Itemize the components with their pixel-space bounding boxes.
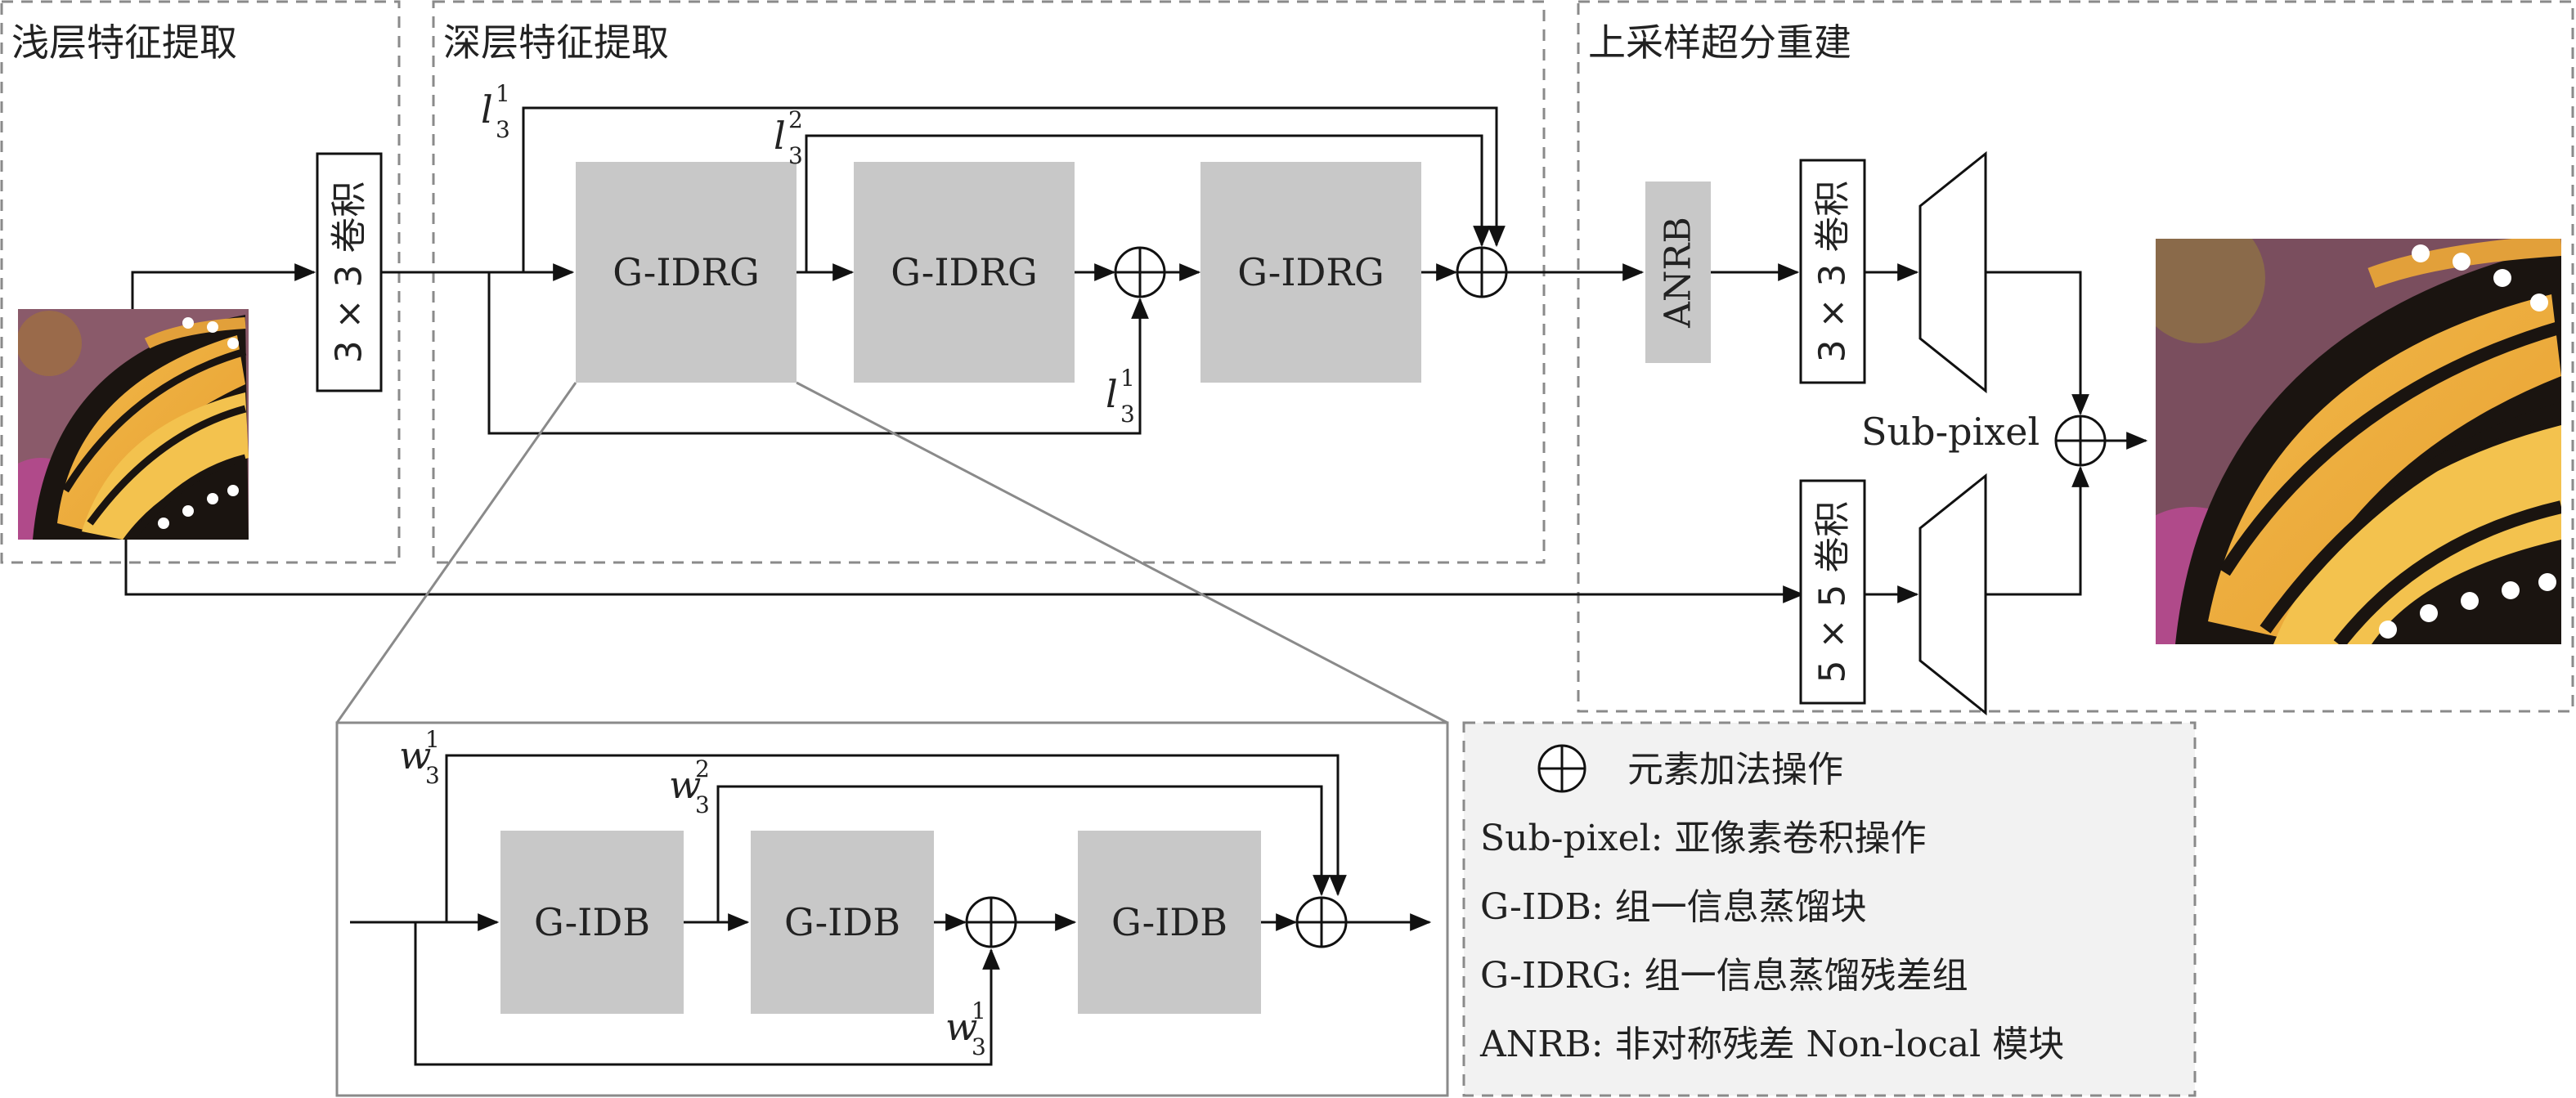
- anrb-block: [1645, 182, 1711, 363]
- add-node-2: [1456, 246, 1508, 298]
- add-node-1: [1114, 246, 1166, 298]
- skip-l31-bottom-wire: [487, 272, 1149, 435]
- label-w31-top: w 1 3: [399, 726, 440, 789]
- gidb-block-2: [751, 831, 934, 1014]
- detail-add-node-1: [965, 896, 1017, 948]
- gidb-block-1: [500, 831, 684, 1014]
- svg-text:1: 1: [1120, 365, 1135, 392]
- shallow-section-frame: [0, 0, 401, 564]
- detail-skip-w31-bottom: [414, 922, 1000, 1066]
- gidrg-block-1: [576, 162, 797, 383]
- upsample-conv3x3-label: 3 × 3 卷积: [1812, 181, 1854, 363]
- legend-plus-icon: [1537, 744, 1586, 793]
- svg-text:3: 3: [972, 1033, 986, 1060]
- svg-text:3: 3: [788, 142, 803, 169]
- svg-text:3: 3: [496, 116, 510, 143]
- svg-text:w: w: [945, 1005, 977, 1049]
- svg-text:l: l: [1106, 372, 1118, 416]
- svg-text:l: l: [774, 114, 786, 158]
- svg-text:2: 2: [695, 755, 710, 782]
- upsample-section-title: 上采样超分重建: [1588, 20, 1851, 65]
- gidb-block-3: [1078, 831, 1261, 1014]
- skip-l32-wire: [805, 134, 1491, 272]
- legend-line-subpixel: Sub-pixel: 亚像素卷积操作: [1480, 818, 1927, 859]
- deep-section-title: 深层特征提取: [443, 20, 669, 65]
- detail-add-node-2: [1295, 896, 1348, 948]
- input-image: [18, 309, 249, 540]
- legend-line-anrb: ANRB: 非对称残差 Non-local 模块: [1479, 1024, 2064, 1065]
- add-node-3: [2054, 415, 2107, 467]
- svg-text:1: 1: [425, 726, 440, 753]
- shallow-conv3x3-label: 3 × 3 卷积: [329, 182, 370, 364]
- gidrg-label-2: G-IDRG: [891, 250, 1038, 294]
- gidrg-label-3: G-IDRG: [1237, 250, 1384, 294]
- svg-text:w: w: [669, 763, 701, 807]
- gidb-label-3: G-IDB: [1111, 900, 1227, 944]
- upsample-conv5x5-box: [1799, 479, 1866, 705]
- label-l31-top: l 1 3: [481, 80, 510, 143]
- legend-box: [1462, 721, 2197, 1097]
- subpixel-trapezoid-top: [1919, 150, 1987, 394]
- label-w32: w 2 3: [669, 755, 710, 818]
- input-to-conv-wire: [131, 263, 316, 309]
- detail-skip-w31-top: [445, 754, 1347, 922]
- label-l32: l 2 3: [774, 106, 803, 169]
- input-skip-wire: [124, 540, 1805, 603]
- subpixel-bottom-to-add-wire: [1986, 465, 2089, 596]
- svg-text:3: 3: [695, 791, 710, 818]
- legend-plus-text: 元素加法操作: [1627, 749, 1843, 791]
- svg-text:w: w: [399, 733, 431, 778]
- svg-text:l: l: [481, 87, 493, 132]
- subpixel-label: Sub-pixel: [1861, 410, 2040, 454]
- anrb-label: ANRB: [1658, 217, 1699, 329]
- gidrg-block-3: [1200, 162, 1421, 383]
- gidrg-block-2: [854, 162, 1075, 383]
- svg-text:2: 2: [788, 106, 803, 133]
- svg-text:1: 1: [496, 80, 510, 107]
- gidb-label-1: G-IDB: [534, 900, 650, 944]
- output-image: [2156, 239, 2561, 644]
- legend-line-gidb: G-IDB: 组一信息蒸馏块: [1480, 886, 1867, 928]
- svg-text:3: 3: [1120, 401, 1135, 428]
- svg-text:3: 3: [425, 762, 440, 789]
- upsample-conv5x5-label: 5 × 5 卷积: [1812, 501, 1854, 683]
- svg-text:1: 1: [972, 997, 986, 1024]
- shallow-section-title: 浅层特征提取: [11, 20, 237, 65]
- upsample-section-frame: [1577, 0, 2574, 713]
- label-w31-bottom: w 1 3: [945, 997, 986, 1060]
- subpixel-trapezoid-bottom: [1919, 473, 1987, 716]
- gidrg-label-1: G-IDRG: [613, 250, 760, 294]
- legend-line-gidrg: G-IDRG: 组一信息蒸馏残差组: [1480, 955, 1968, 997]
- gidb-label-2: G-IDB: [784, 900, 900, 944]
- label-l31-bottom: l 1 3: [1106, 365, 1135, 428]
- subpixel-top-to-add-wire: [1986, 271, 2089, 416]
- detail-skip-w32: [716, 785, 1331, 922]
- zoom-line-left: [335, 382, 577, 724]
- skip-l31-top-wire: [522, 106, 1506, 272]
- deep-section-frame: [432, 0, 1546, 564]
- zoom-line-right: [796, 381, 1448, 724]
